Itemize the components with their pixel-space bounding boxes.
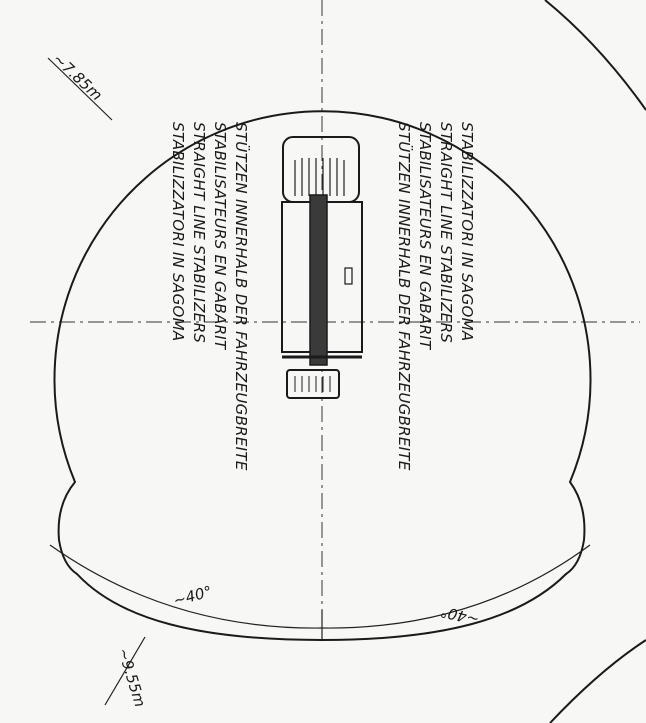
angle-left-label: ~40° (171, 582, 213, 610)
adjacent-arc-bottom (549, 639, 646, 723)
side-box (344, 267, 353, 285)
radius-front-label: ~7.85m (49, 50, 106, 104)
angle-right-label: ~40° (439, 602, 481, 628)
crane-boom (309, 194, 328, 366)
crane-base-detail (294, 376, 331, 392)
crane-base (286, 369, 340, 399)
angle-arc (49, 544, 591, 629)
note-right-line-3: STABILISATEURS EN GABARIT (416, 122, 434, 351)
note-left-line-2: STABILISATEURS EN GABARIT (211, 122, 229, 351)
note-right-line-1: STABILIZZATORI IN SAGOMA (458, 122, 476, 341)
note-right: STABILIZZATORI IN SAGOMA STRAIGHT LINE S… (395, 122, 476, 471)
note-right-line-2: STRAIGHT LINE STABILIZERS (437, 122, 455, 343)
note-left-line-1: STÜTZEN INNERHALB DER FAHRZEUGBREITE (232, 122, 251, 471)
truck-top-view (281, 136, 363, 399)
radius-front-leader (47, 57, 113, 121)
working-range-outline (53, 110, 592, 642)
radius-rear-label: ~9.55m (114, 646, 149, 709)
note-left: STÜTZEN INNERHALB DER FAHRZEUGBREITE STA… (169, 122, 251, 471)
cab-grille (294, 158, 345, 196)
note-left-line-4: STABILIZZATORI IN SAGOMA (169, 122, 187, 341)
radius-rear-leader (104, 636, 146, 706)
note-right-line-4: STÜTZEN INNERHALB DER FAHRZEUGBREITE (395, 122, 414, 471)
note-left-line-3: STRAIGHT LINE STABILIZERS (190, 122, 208, 343)
adjacent-arc-top (544, 0, 646, 111)
